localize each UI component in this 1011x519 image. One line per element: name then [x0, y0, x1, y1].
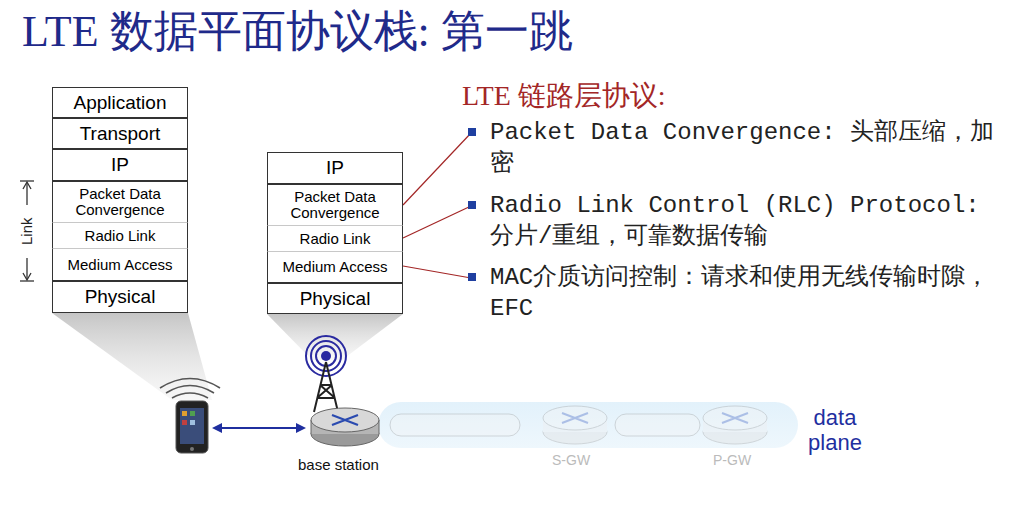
bullet-text: Packet Data Convergence: 头部压缩，加密 [490, 117, 995, 179]
layer-name: Radio Link [300, 231, 371, 247]
protocol-layer-box: Medium Access [267, 251, 403, 283]
protocol-layer-box: Physical [52, 281, 188, 313]
protocol-layer-box: Radio Link [52, 222, 188, 248]
layer-name: Application [74, 93, 167, 113]
layer-name: Transport [80, 124, 161, 144]
device-label: base station [298, 455, 379, 475]
device-label: S-GW [552, 451, 590, 469]
page-title: LTE 数据平面协议栈: 第一跳 [22, 2, 573, 61]
data-plane-band [378, 402, 798, 448]
protocol-layer-box: Application [52, 87, 188, 118]
radio-waves [160, 379, 220, 399]
plane-label: data plane [795, 405, 875, 456]
faded-network [390, 406, 767, 444]
section-heading: LTE 链路层协议: [462, 78, 666, 114]
layer-name: Packet Data Convergence [274, 189, 396, 221]
protocol-layer-box: Medium Access [52, 248, 188, 281]
router-icon [311, 408, 379, 446]
protocol-layer-box: Packet Data Convergence [267, 184, 403, 225]
protocol-layer-box: Packet Data Convergence [52, 181, 188, 222]
layer-name: Medium Access [282, 259, 387, 275]
leader-line [403, 133, 471, 278]
bullet-square [468, 128, 476, 281]
protocol-layer-box: Physical [267, 283, 403, 314]
bullet-text: MAC介质访问控制：请求和使用无线传输时隙，EFC [490, 262, 995, 324]
layer-name: Medium Access [67, 257, 172, 273]
layer-name: IP [111, 155, 129, 175]
layer-name: IP [326, 158, 344, 178]
layer-group-label: Link [17, 215, 37, 247]
protocol-layer-box: IP [267, 152, 403, 184]
projection-cone [52, 313, 212, 400]
wireless-link-arrow [212, 423, 306, 433]
layer-name: Physical [300, 289, 371, 309]
phone-icon [176, 401, 208, 453]
layer-name: Packet Data Convergence [59, 186, 181, 218]
protocol-layer-box: Radio Link [267, 225, 403, 251]
layer-name: Radio Link [85, 228, 156, 244]
device-label: P-GW [713, 451, 751, 469]
protocol-layer-box: IP [52, 149, 188, 181]
layer-name: Physical [85, 287, 156, 307]
bullet-text: Radio Link Control (RLC) Protocol: 分片/重组… [490, 190, 995, 252]
antenna-icon [306, 336, 346, 412]
protocol-layer-box: Transport [52, 118, 188, 149]
